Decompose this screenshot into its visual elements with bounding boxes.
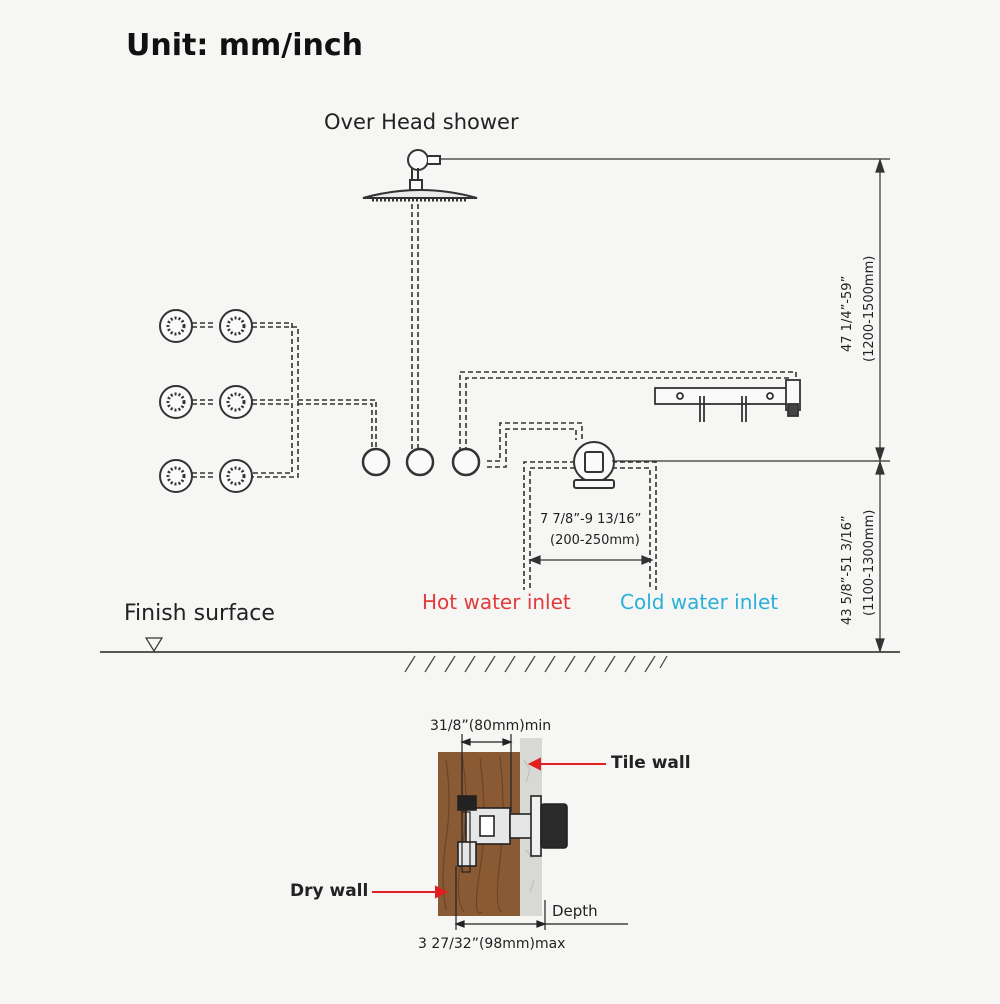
wall-cross-section xyxy=(372,734,628,930)
overhead-shower-label: Over Head shower xyxy=(324,110,519,134)
valve-body-icon xyxy=(457,795,568,873)
body-jets xyxy=(159,309,253,493)
body-jet-icon xyxy=(159,459,193,493)
valve-height-mm-label: (1100-1300mm) xyxy=(862,509,877,616)
hot-water-inlet-label: Hot water inlet xyxy=(422,590,571,614)
valve-height-inch-label: 43 5/8”-51 3/16” xyxy=(840,515,855,625)
head-height-inch-label: 47 1/4”-59” xyxy=(840,275,855,352)
dry-wall-arrow-icon xyxy=(372,885,449,899)
min-depth-label: 31/8”(80mm)min xyxy=(430,718,552,734)
inlet-spacing-dimension xyxy=(528,555,654,565)
inlet-spacing-inch-label: 7 7/8”-9 13/16” xyxy=(540,512,642,527)
body-jet-icon xyxy=(159,385,193,419)
diverter-outlets xyxy=(361,447,481,477)
handheld-slide-bar-icon xyxy=(654,379,801,422)
head-height-mm-label: (1200-1500mm) xyxy=(862,255,877,362)
tile-wall-arrow-icon xyxy=(527,757,606,771)
dry-wall-label: Dry wall xyxy=(290,881,369,901)
page-title: Unit: mm/inch xyxy=(126,28,364,63)
outlet-circle-icon xyxy=(361,447,391,477)
body-jet-icon xyxy=(159,309,193,343)
finish-surface-marker-icon xyxy=(144,637,164,653)
body-jet-icon xyxy=(219,459,253,493)
tile-wall-label: Tile wall xyxy=(611,753,691,773)
finish-floor-line xyxy=(100,637,900,673)
cold-water-inlet-label: Cold water inlet xyxy=(620,590,779,614)
body-jet-icon xyxy=(219,309,253,343)
outlet-circle-icon xyxy=(451,447,481,477)
pipe-network xyxy=(192,204,797,590)
body-jet-icon xyxy=(219,385,253,419)
height-dimension-lines xyxy=(440,158,890,653)
inlet-spacing-mm-label: (200-250mm) xyxy=(550,533,640,548)
overhead-shower-icon xyxy=(362,149,478,202)
thermostatic-valve-icon xyxy=(573,441,615,489)
outlet-circle-icon xyxy=(405,447,435,477)
depth-label: Depth xyxy=(552,902,598,920)
max-depth-label: 3 27/32”(98mm)max xyxy=(418,936,566,952)
finish-surface-label: Finish surface xyxy=(124,601,275,626)
